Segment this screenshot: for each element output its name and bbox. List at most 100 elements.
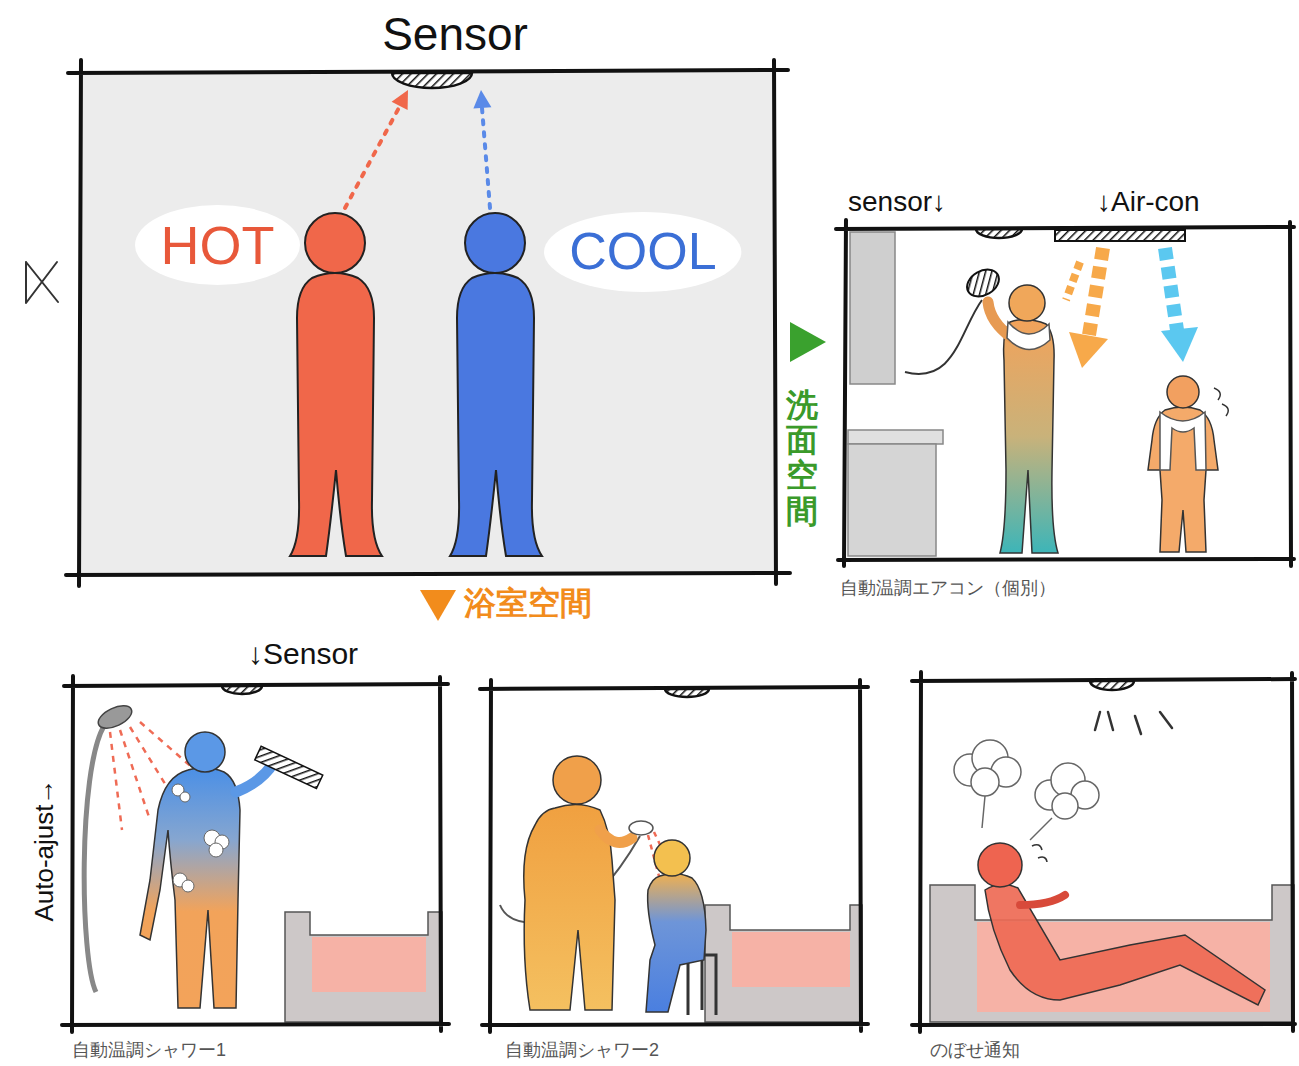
- caregiver: [629, 821, 653, 835]
- seated-person: [646, 840, 716, 1015]
- bathing-person: [978, 843, 1022, 887]
- direction-triangle: [790, 322, 826, 362]
- shower-head: [95, 701, 135, 733]
- heat-arrow: [345, 90, 491, 208]
- panel-caption: 自動温調シャワー2: [505, 1040, 659, 1061]
- heat-arrow: [345, 104, 401, 208]
- showering-person: [172, 784, 229, 892]
- vanity: [850, 232, 895, 384]
- dryer-person: [1009, 285, 1045, 321]
- cool-bubble: COOL: [544, 212, 741, 292]
- airflow-arrow: [1165, 248, 1177, 330]
- showering-person: [209, 843, 223, 857]
- auto-adjust-label: Auto-ajust→: [30, 778, 60, 921]
- heat-arrow: [473, 90, 491, 109]
- shower-panel: 自動温調シャワー2: [490, 688, 860, 1025]
- hot-person: [290, 273, 382, 556]
- airflow-arrow: [1089, 248, 1103, 335]
- panel-ground: [845, 228, 1292, 560]
- direction-triangle: [420, 590, 456, 621]
- bathtub: [732, 932, 850, 987]
- vanity: [848, 232, 943, 556]
- panel-heading: Sensor: [305, 8, 605, 61]
- thought-cloud: [1052, 793, 1078, 819]
- panel-border: [836, 220, 1294, 566]
- panel-ground: [490, 688, 860, 1025]
- dryer-person: [962, 264, 1003, 302]
- panel-caption: 自動温調エアコン（個別）: [840, 578, 1056, 599]
- sensor-dome: [222, 73, 1134, 697]
- thought-cloud: [982, 796, 985, 828]
- space-label: 洗面空間: [786, 388, 818, 529]
- bathtub: [285, 885, 1294, 1022]
- showering-person: [185, 732, 225, 772]
- vanity: [848, 444, 936, 556]
- panel-border: [62, 60, 1295, 1032]
- panel-border: [66, 60, 790, 586]
- child: [1167, 376, 1199, 408]
- showering-person: [180, 792, 190, 802]
- dryer-person: [962, 264, 1058, 553]
- cool-person: [450, 213, 542, 556]
- panel-ground: [920, 680, 1295, 1025]
- hot-bubble: HOT: [135, 205, 300, 285]
- thought-cloud: [954, 740, 1099, 840]
- heat-arrow: [482, 108, 490, 208]
- hot-person: [305, 213, 365, 273]
- airflow-arrow: [1066, 248, 1198, 368]
- bathtub: [285, 912, 442, 1022]
- caregiver: [524, 756, 653, 1010]
- washroom-panel: sensor↓↓Air-con自動温調エアコン（個別）: [845, 228, 1292, 560]
- aircon-label: ↓Air-con: [1097, 186, 1200, 218]
- airflow-arrow: [1066, 262, 1080, 300]
- bathtub: [930, 885, 1294, 1022]
- bathing-person: [985, 884, 1265, 1005]
- cool-person: [465, 213, 525, 273]
- showering-person: [182, 880, 194, 892]
- child: [1214, 388, 1228, 416]
- hot-label: HOT: [161, 214, 275, 276]
- bathing-person: [1032, 845, 1047, 862]
- vanity: [848, 430, 943, 444]
- bathing-person: [978, 843, 1265, 1005]
- section-mark: [26, 262, 58, 303]
- child: [1148, 407, 1218, 552]
- showering-person: [140, 767, 240, 1008]
- sensor-dome: [1090, 681, 1134, 690]
- space-label: 浴室空間: [464, 585, 592, 622]
- airflow-arrow: [1161, 327, 1198, 362]
- caregiver: [600, 830, 632, 843]
- panel-ground: [72, 685, 440, 1025]
- bathing-person: [1020, 895, 1065, 905]
- shower-hose: [84, 726, 104, 992]
- panel-ground: [72, 72, 1295, 1025]
- sensor-dome: [665, 689, 709, 697]
- hot-person: [290, 213, 382, 556]
- shower-spray: [120, 730, 150, 820]
- dryer-person: [1000, 319, 1058, 553]
- panel-border: [912, 672, 1295, 1032]
- steam-marks: [1095, 712, 1172, 734]
- cool-label: COOL: [569, 222, 716, 282]
- panel-caption: 自動温調シャワー1: [72, 1040, 226, 1061]
- cool-person: [450, 273, 542, 556]
- shower-panel: ↓SensorAuto-ajust→自動温調シャワー1: [72, 685, 440, 1025]
- scene-panel: SensorHOTCOOL: [80, 72, 775, 575]
- child: [1148, 376, 1228, 552]
- panel-border: [62, 676, 449, 1032]
- showering-person: [140, 732, 323, 1008]
- thought-cloud: [971, 768, 999, 796]
- showering-person: [255, 746, 323, 788]
- panel-border: [480, 680, 868, 1032]
- shower-spray: [110, 732, 122, 830]
- bath-panel: のぼせ通知: [920, 680, 1295, 1025]
- sensor-dome: [392, 73, 472, 88]
- sensor-label: sensor↓: [848, 186, 946, 218]
- sensor-dome: [222, 686, 262, 694]
- bathtub: [705, 905, 862, 1022]
- heat-arrow: [392, 90, 408, 110]
- bubble-ellipse: [544, 212, 741, 292]
- bubble-ellipse: [135, 205, 300, 285]
